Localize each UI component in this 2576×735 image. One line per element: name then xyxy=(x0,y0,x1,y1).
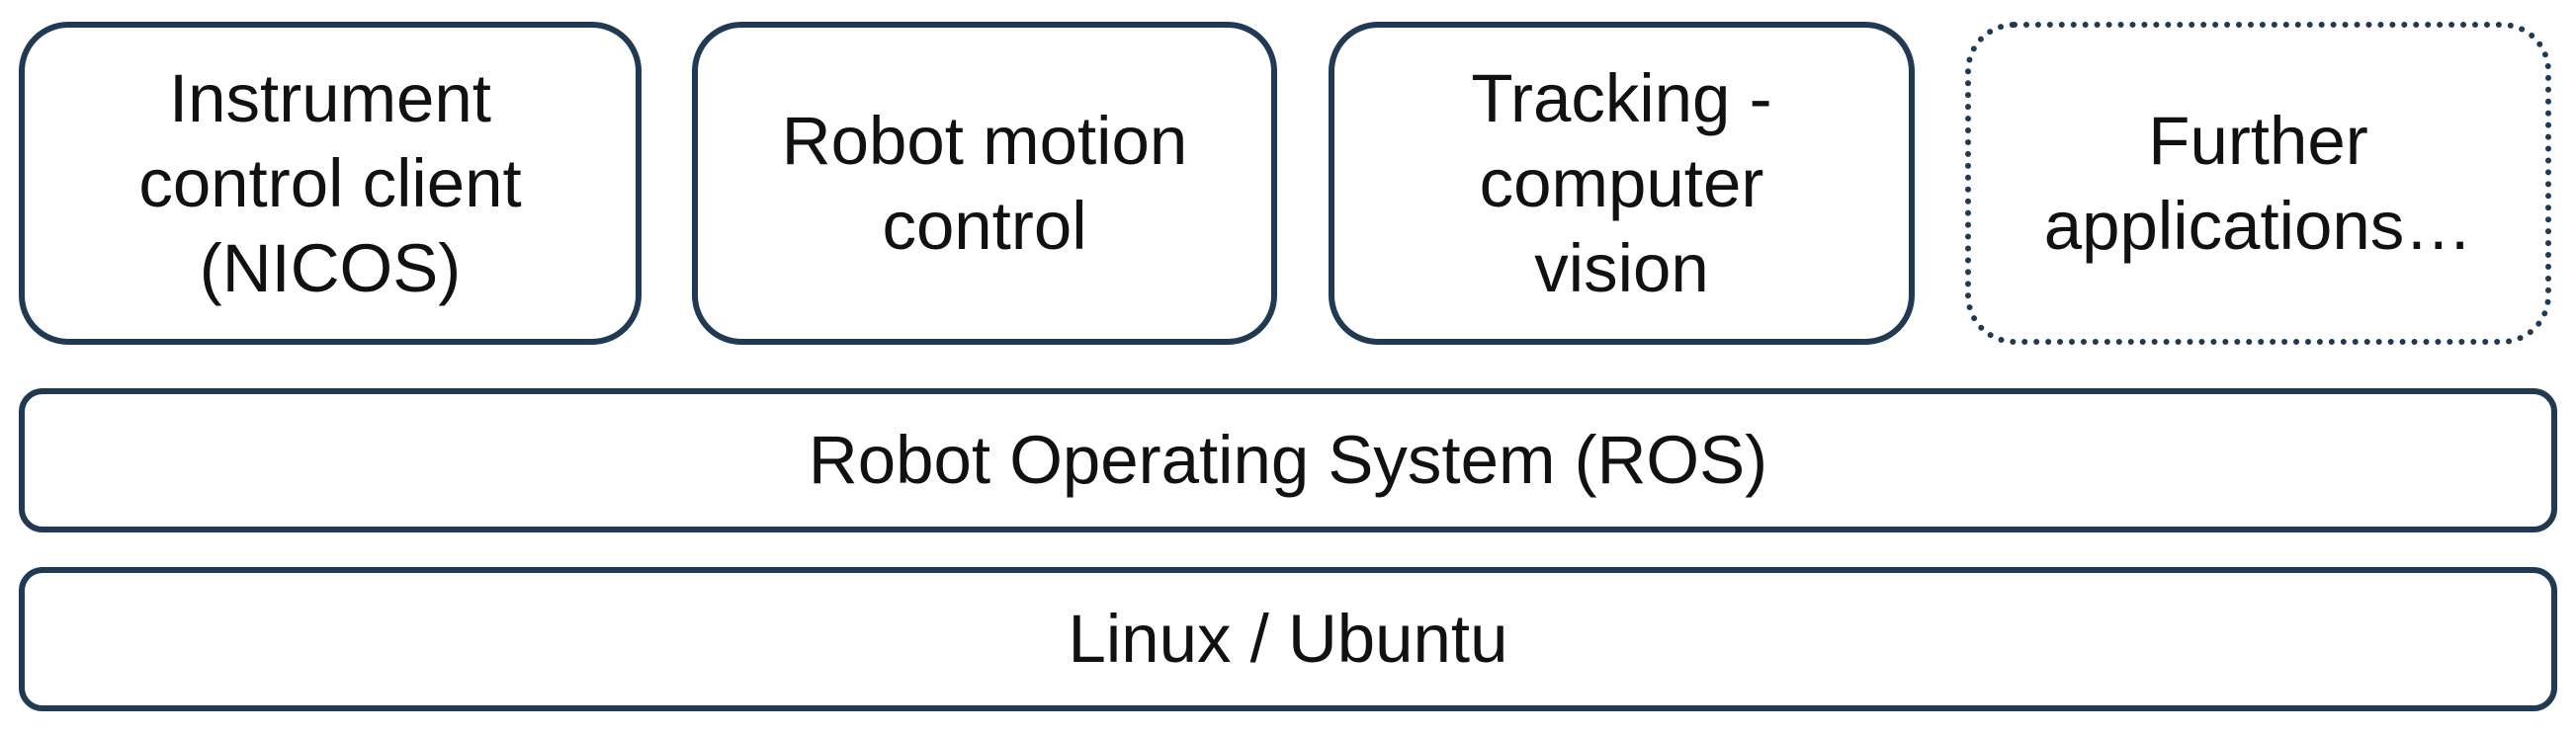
robot-motion-control-box: Robot motion control xyxy=(692,22,1277,345)
further-applications-box: Further applications… xyxy=(1965,22,2551,345)
linux-layer-box: Linux / Ubuntu xyxy=(19,567,2557,711)
further-applications-label: Further applications… xyxy=(2043,102,2473,264)
ros-layer-label: Robot Operating System (ROS) xyxy=(808,422,1768,498)
instrument-control-client-box: Instrument control client (NICOS) xyxy=(19,22,642,345)
tracking-computer-vision-label: Tracking - computer vision xyxy=(1471,59,1772,306)
instrument-control-client-label: Instrument control client (NICOS) xyxy=(138,59,522,306)
linux-layer-label: Linux / Ubuntu xyxy=(1068,601,1508,677)
tracking-computer-vision-box: Tracking - computer vision xyxy=(1329,22,1915,345)
ros-layer-box: Robot Operating System (ROS) xyxy=(19,388,2557,532)
robot-motion-control-label: Robot motion control xyxy=(781,102,1188,264)
